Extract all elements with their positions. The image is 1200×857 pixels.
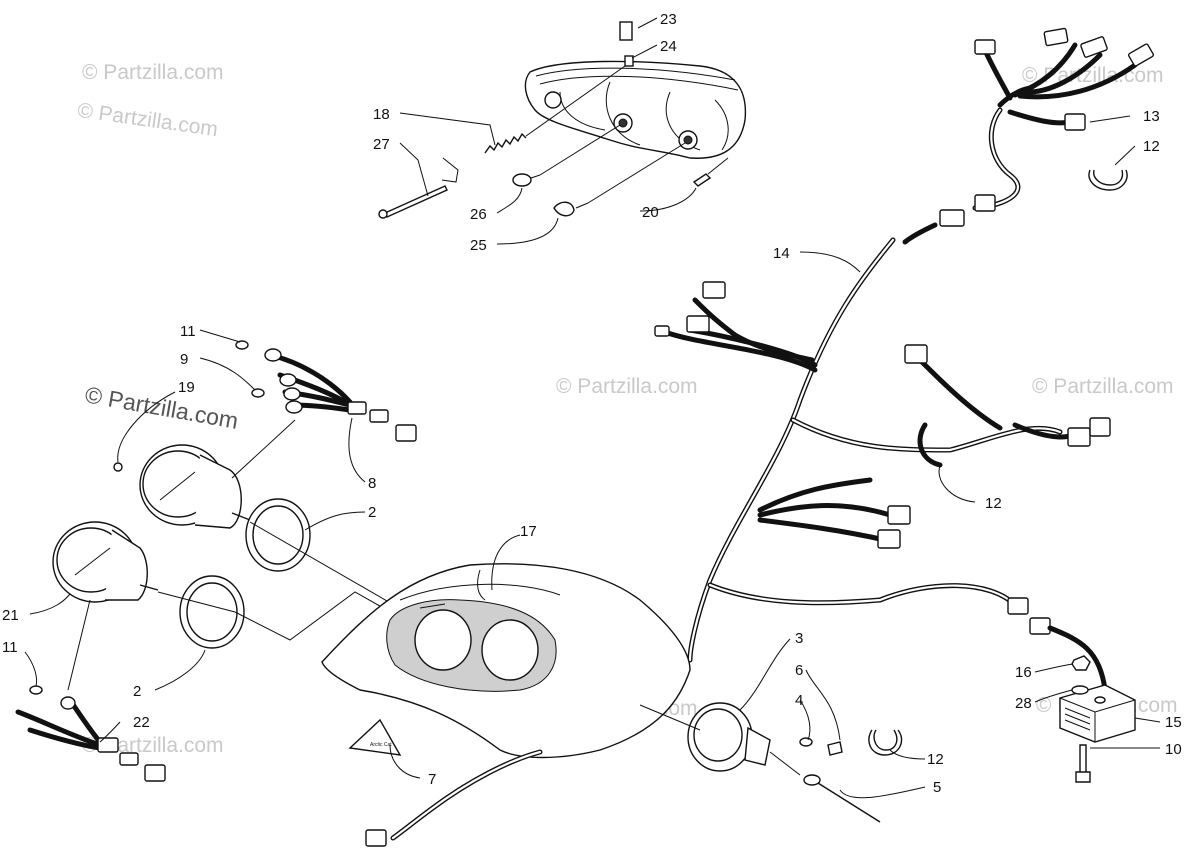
callout-14: 14 (773, 245, 790, 262)
clamp-12 (1088, 169, 1128, 191)
callout-15: 15 (1165, 714, 1182, 731)
instrument-panel: Arctic Cat (321, 563, 691, 847)
watermark: © Partzilla.com (83, 381, 240, 434)
callout-2: 2 (133, 683, 141, 700)
callout-13: 13 (1143, 108, 1160, 125)
callout-11: 11 (2, 639, 18, 656)
socket-25 (553, 201, 575, 217)
callout-24: 24 (660, 38, 677, 55)
bezel-and-cable (639, 702, 903, 823)
callout-27: 27 (373, 136, 390, 153)
clamp-12 (868, 729, 903, 756)
gauge-assembly (15, 340, 441, 782)
bulb-20 (692, 173, 712, 187)
watermark: © Partzilla.com (82, 61, 224, 84)
callout-10: 10 (1165, 741, 1182, 758)
leader-lines (24, 17, 1161, 799)
callout-12: 12 (1143, 138, 1160, 155)
callout-12: 12 (927, 751, 944, 768)
clip-23 (619, 21, 633, 41)
callout-20: 20 (642, 204, 659, 221)
callout-4: 4 (795, 692, 803, 709)
callout-21: 21 (2, 607, 19, 624)
callout-2: 2 (368, 504, 376, 521)
upper-harness (902, 27, 1154, 245)
watermark: © Partzilla.com (1022, 64, 1164, 87)
callout-25: 25 (470, 237, 487, 254)
callout-16: 16 (1015, 664, 1032, 681)
callout-11: 11 (180, 323, 196, 340)
callout-17: 17 (520, 523, 537, 540)
callout-28: 28 (1015, 695, 1032, 712)
callout-26: 26 (470, 206, 487, 223)
spring-18 (484, 132, 527, 154)
regulator (1059, 655, 1136, 783)
callout-8: 8 (368, 475, 376, 492)
screw-24 (624, 55, 634, 67)
callout-12: 12 (985, 495, 1002, 512)
headlight-assembly (378, 21, 747, 219)
main-harness (654, 237, 1111, 693)
callout-22: 22 (133, 714, 150, 731)
bolt-27 (384, 185, 448, 218)
callout-7: 7 (428, 771, 436, 788)
callout-18: 18 (373, 106, 390, 123)
decal-7 (348, 718, 402, 756)
bulb-26 (512, 173, 532, 187)
callout-9: 9 (180, 351, 188, 368)
callout-3: 3 (795, 630, 803, 647)
callout-6: 6 (795, 662, 803, 679)
watermark: © Partzilla.com (1032, 375, 1174, 398)
callout-19: 19 (178, 379, 195, 396)
callout-23: 23 (660, 11, 677, 28)
watermark: © Partzilla.com (556, 375, 698, 398)
watermark: © Partzilla.com (76, 99, 219, 141)
callout-5: 5 (933, 779, 941, 796)
callout-labels: 23 24 18 27 26 25 20 13 12 14 11 9 19 8 … (2, 11, 1182, 796)
decal-text: Arctic Cat (370, 742, 392, 748)
